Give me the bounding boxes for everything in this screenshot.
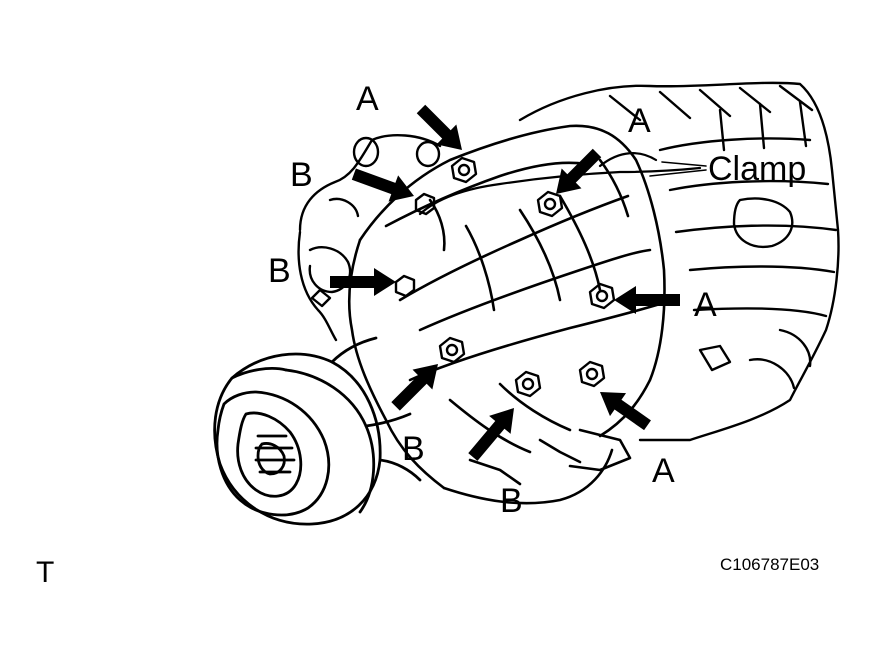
- label-clamp: Clamp: [708, 150, 806, 188]
- bolt-a-top-right: [536, 190, 564, 218]
- bolt-a-middle-right: [588, 282, 616, 310]
- bolt-group-a: [450, 156, 616, 388]
- arrow-b-lower-center: [468, 408, 514, 461]
- label-b-lower-center: B: [500, 482, 523, 520]
- clamp-wire: [418, 152, 702, 216]
- bolt-b-middle: [394, 274, 416, 298]
- label-b-lower-left: B: [402, 430, 425, 468]
- drawing-code: C106787E03: [720, 555, 819, 574]
- transmission-housing: [518, 81, 840, 442]
- bolt-b-lower-center: [514, 370, 542, 398]
- bolt-b-upper: [414, 192, 436, 216]
- corner-mark: T: [36, 556, 54, 589]
- label-a-middle-right: A: [694, 286, 717, 324]
- arrow-b-upper: [351, 168, 414, 202]
- arrow-b-lower-left: [391, 364, 438, 411]
- callout-labels: A A A A B B B B Clamp: [268, 80, 806, 520]
- clamp-leader-lines: [649, 161, 707, 177]
- bolt-group-b: [394, 192, 542, 398]
- bolt-a-bottom-right: [578, 360, 606, 388]
- arrow-a-top-right: [556, 148, 602, 194]
- arrow-a-bottom-right: [600, 392, 651, 431]
- transfer-case-body: [347, 124, 666, 505]
- bolt-b-lower-left: [438, 336, 466, 364]
- label-b-upper: B: [290, 156, 313, 194]
- arrow-b-middle: [330, 268, 396, 296]
- label-a-top-right: A: [628, 102, 651, 140]
- arrow-a-middle-right: [614, 286, 680, 314]
- transfer-case-illustration: [213, 81, 840, 526]
- label-a-bottom-right: A: [652, 452, 675, 490]
- left-bracket-parts: [297, 134, 442, 342]
- callout-arrows: [330, 104, 680, 461]
- bolt-a-top-left: [450, 156, 478, 184]
- label-b-middle: B: [268, 252, 291, 290]
- output-flange: [213, 336, 422, 526]
- arrow-a-top-left: [416, 104, 462, 150]
- label-a-top-left: A: [356, 80, 379, 118]
